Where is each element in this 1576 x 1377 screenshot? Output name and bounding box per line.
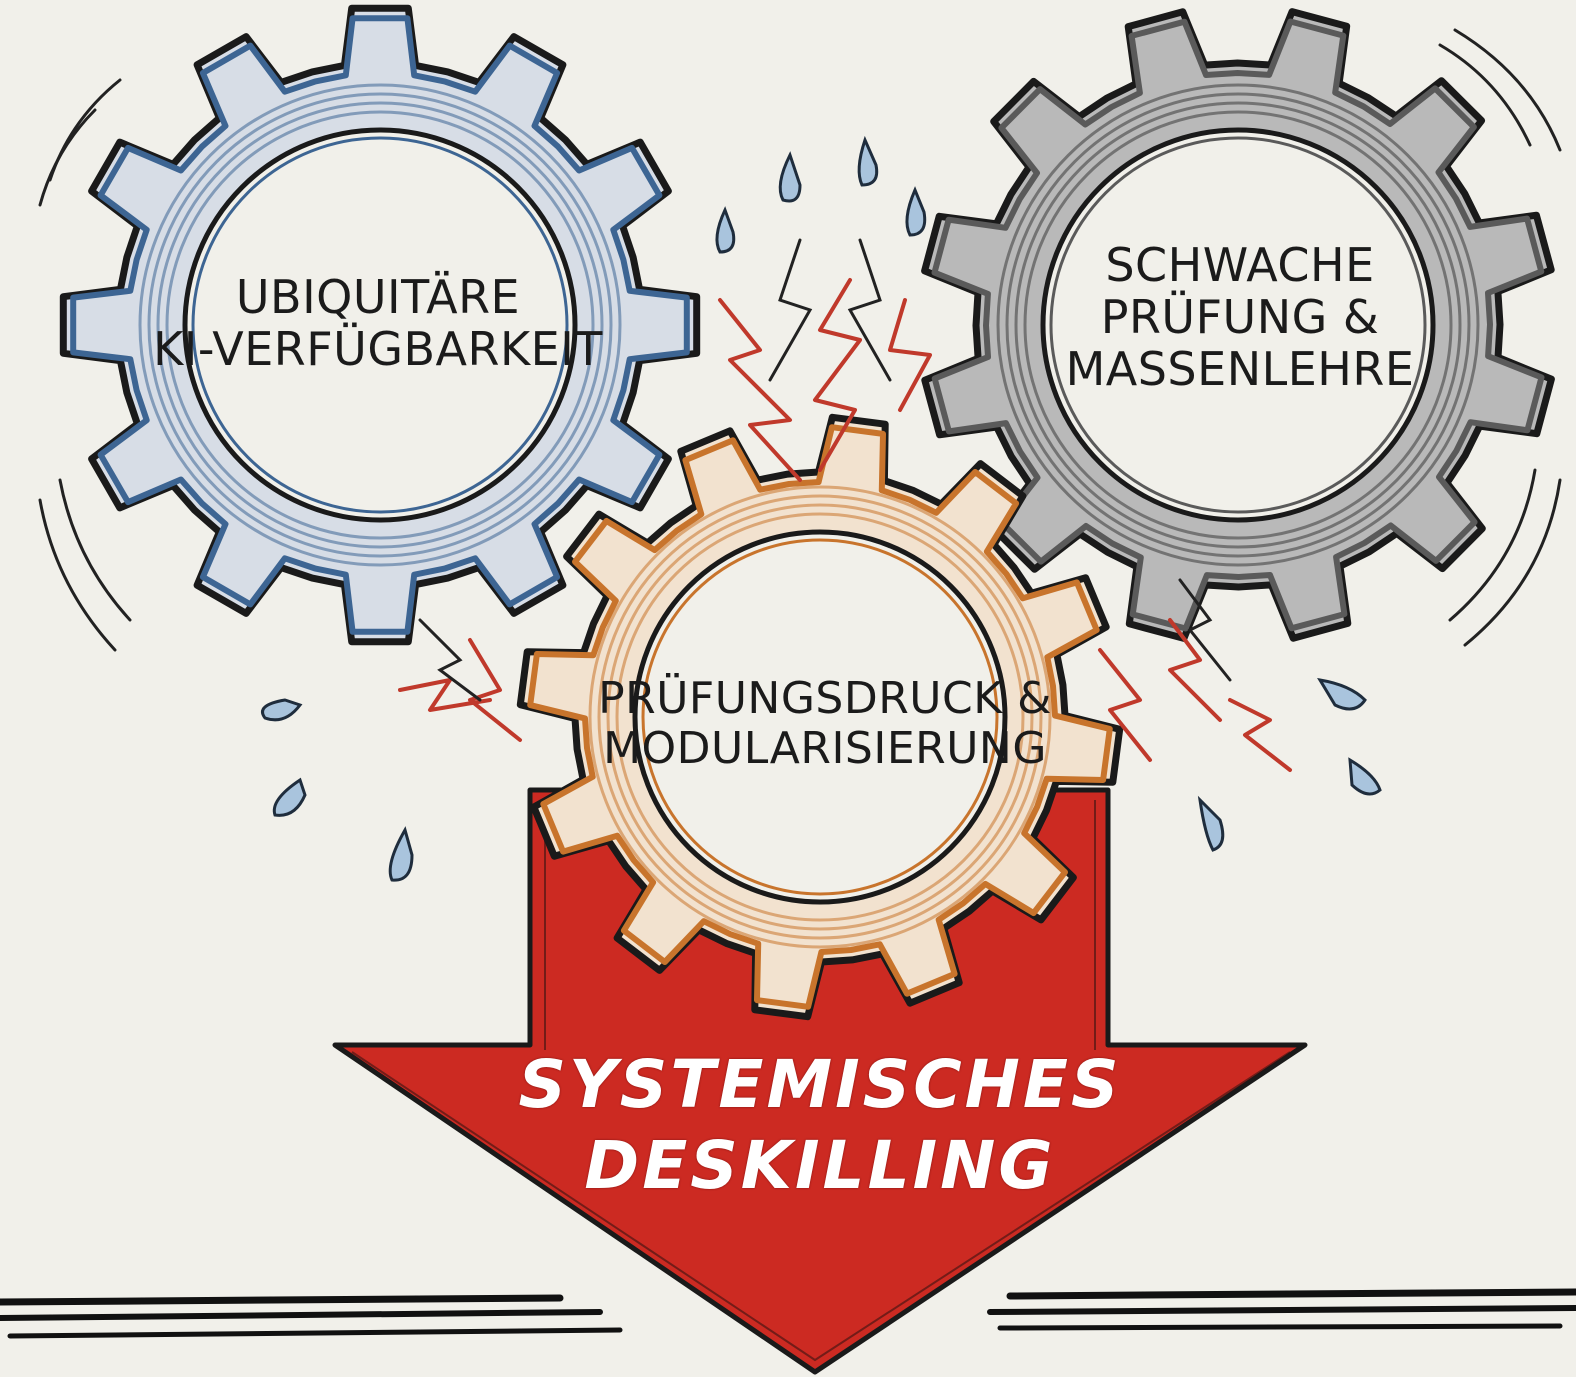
motion-lines-right: [1438, 28, 1562, 647]
gear-weak-assessment-line-2: PRÜFUNG &: [1100, 289, 1380, 344]
gear-ai-availability-label: UBIQUITÄRE KI-VERFÜGBARKEIT: [128, 270, 628, 376]
motion-lines-left: [38, 78, 132, 652]
spark-strokes-dark: [418, 238, 1232, 702]
outcome-arrow: [332, 787, 1308, 1375]
outcome-label: SYSTEMISCHES DESKILLING: [500, 1045, 1140, 1206]
gear-weak-assessment-line-3: MASSENLEHRE: [1065, 341, 1415, 396]
ground-line-right: [987, 1288, 1576, 1331]
gear-ai-availability-line-2: KI-VERFÜGBARKEIT: [153, 321, 603, 376]
outcome-line-2: DESKILLING: [584, 1126, 1056, 1204]
gear-ai-availability: [59, 4, 701, 646]
gear-weak-assessment: [921, 8, 1555, 642]
gear-weak-assessment-line-1: SCHWACHE: [1105, 238, 1375, 292]
gear-exam-pressure-line-2: MODULARISIERUNG: [603, 722, 1047, 774]
gear-exam-pressure: [516, 413, 1124, 1021]
gear-weak-assessment-label: SCHWACHE PRÜFUNG & MASSENLEHRE: [1030, 238, 1450, 396]
friction-sparks: [398, 278, 1292, 772]
gear-exam-pressure-label: PRÜFUNGSDRUCK & MODULARISIERUNG: [560, 674, 1090, 773]
ground-line-left: [0, 1294, 623, 1339]
gear-exam-pressure-line-1: PRÜFUNGSDRUCK &: [598, 673, 1052, 724]
outcome-line-1: SYSTEMISCHES: [518, 1046, 1122, 1123]
gear-ai-availability-line-1: UBIQUITÄRE: [235, 270, 521, 324]
sweat-drops: [261, 135, 1382, 882]
